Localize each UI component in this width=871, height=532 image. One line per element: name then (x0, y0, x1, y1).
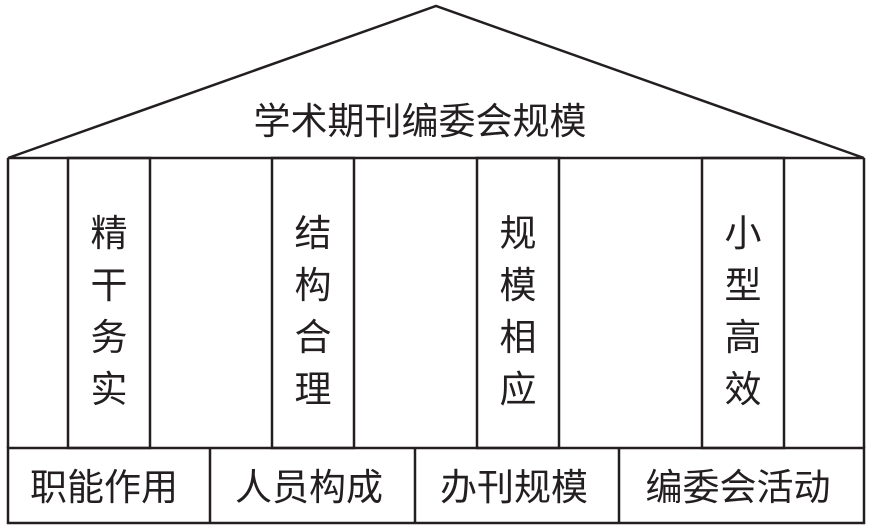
base-label-4: 编委会活动 (646, 466, 831, 509)
pillar-1-char-4: 实 (91, 368, 128, 411)
pillar-3-char-4: 应 (500, 368, 537, 411)
base-label-2: 人员构成 (235, 466, 383, 509)
roof-triangle (7, 4, 865, 160)
pillar-4-char-2: 型 (725, 264, 762, 307)
pillar-2-char-3: 合 (295, 316, 332, 359)
pillar-4-char-3: 高 (725, 316, 762, 359)
base-frame (6, 446, 866, 525)
pillar-2-char-2: 构 (295, 264, 332, 307)
pillar-1-char-2: 干 (91, 264, 128, 307)
pillar-4-char-4: 效 (725, 368, 762, 411)
roof-title: 学术期刊编委会规模 (254, 100, 587, 143)
base-label-1: 职能作用 (30, 466, 178, 509)
pillar-4-char-1: 小 (725, 212, 762, 255)
pillar-1-char-1: 精 (91, 212, 128, 255)
pillar-1-char-3: 务 (91, 316, 128, 359)
pillar-3-char-2: 模 (500, 264, 537, 307)
pillar-2-char-1: 结 (295, 212, 332, 255)
pillar-2-char-4: 理 (295, 368, 332, 411)
pillar-3-char-3: 相 (500, 316, 537, 359)
base-label-3: 办刊规模 (440, 466, 588, 509)
pillar-3-char-1: 规 (500, 212, 537, 255)
